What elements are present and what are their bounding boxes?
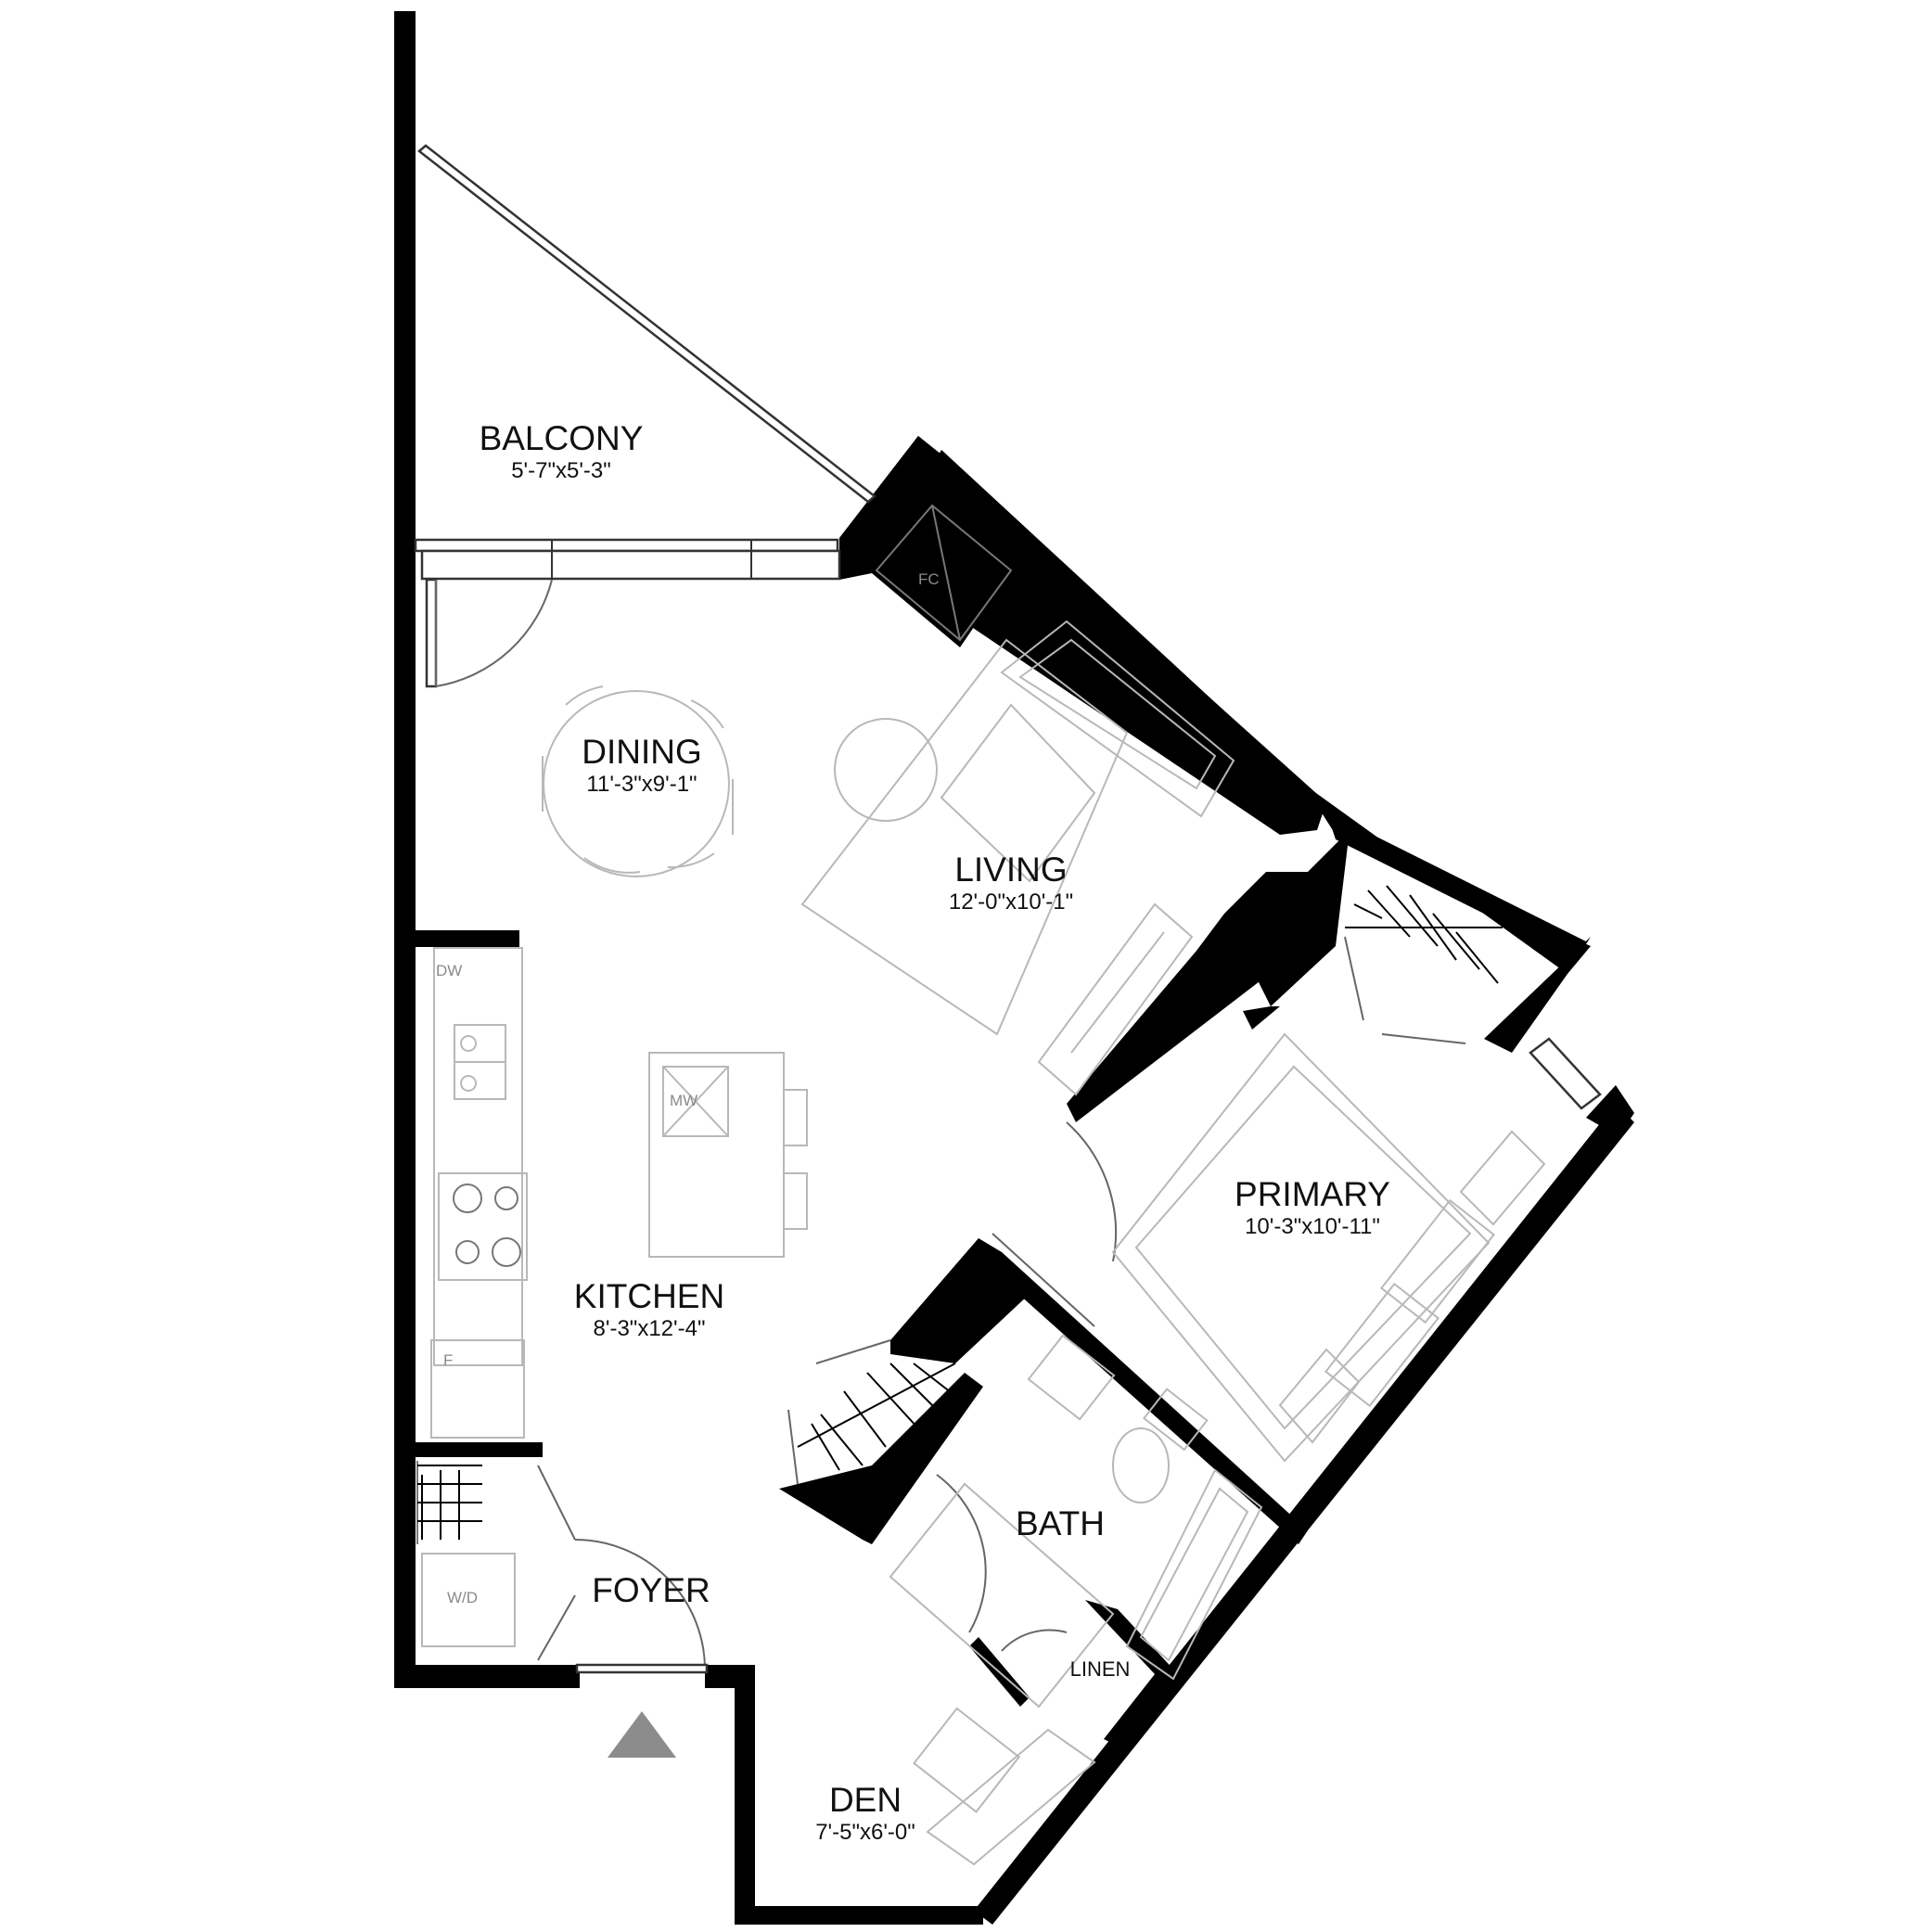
den-desk (926, 1728, 1096, 1866)
fridge-label: F (443, 1351, 453, 1369)
triangle-up-icon (608, 1711, 676, 1758)
kitchen-dims: 8'-3"x12'-4" (594, 1316, 706, 1341)
washer-dryer-label: W/D (447, 1589, 478, 1606)
dining-name: DINING (582, 733, 702, 771)
primary-name: PRIMARY (1235, 1175, 1390, 1213)
den-name: DEN (829, 1781, 902, 1819)
living-dims: 12'-0"x10'-1" (949, 889, 1073, 915)
primary-bed (1111, 1032, 1491, 1463)
balcony-name: BALCONY (480, 419, 644, 457)
foyer-name: FOYER (592, 1571, 710, 1609)
doors (435, 579, 1466, 1674)
walls (394, 11, 1634, 1925)
dishwasher-label: DW (436, 962, 462, 979)
bath-door-swing (936, 1474, 987, 1633)
primary-door-swing (1066, 1121, 1118, 1262)
glazing (414, 144, 1602, 1110)
balcony-door-swing (435, 579, 553, 687)
den-dims: 7'-5"x6'-0" (815, 1820, 915, 1845)
living-name: LIVING (954, 851, 1067, 889)
linen-name: LINEN (1070, 1657, 1131, 1681)
bath-name: BATH (1016, 1504, 1105, 1542)
furniture (416, 620, 1546, 1866)
tv-console (1037, 902, 1194, 1096)
dining-dims: 11'-3"x9'-1" (586, 772, 697, 797)
linen-door-swing (1001, 1629, 1068, 1652)
living-rug (800, 638, 1129, 1036)
bathtub (1125, 1468, 1263, 1681)
sofa (1000, 620, 1235, 818)
microwave-label: MW (670, 1092, 697, 1109)
closet-hanger-marks (417, 885, 1503, 1540)
kitchen-name: KITCHEN (574, 1277, 724, 1315)
fireplace-label: FC (918, 570, 940, 588)
bathroom-sink (1027, 1334, 1116, 1421)
room-labels: BALCONY 5'-7"x5'-3" DINING 11'-3"x9'-1" … (480, 419, 1390, 1845)
foyer-entry-door-swing (574, 1539, 706, 1670)
balcony-dims: 5'-7"x5'-3" (511, 458, 611, 483)
kitchen-island (648, 1052, 785, 1258)
fireplace: FC (875, 504, 1013, 642)
primary-dims: 10'-3"x10'-11" (1245, 1214, 1380, 1239)
